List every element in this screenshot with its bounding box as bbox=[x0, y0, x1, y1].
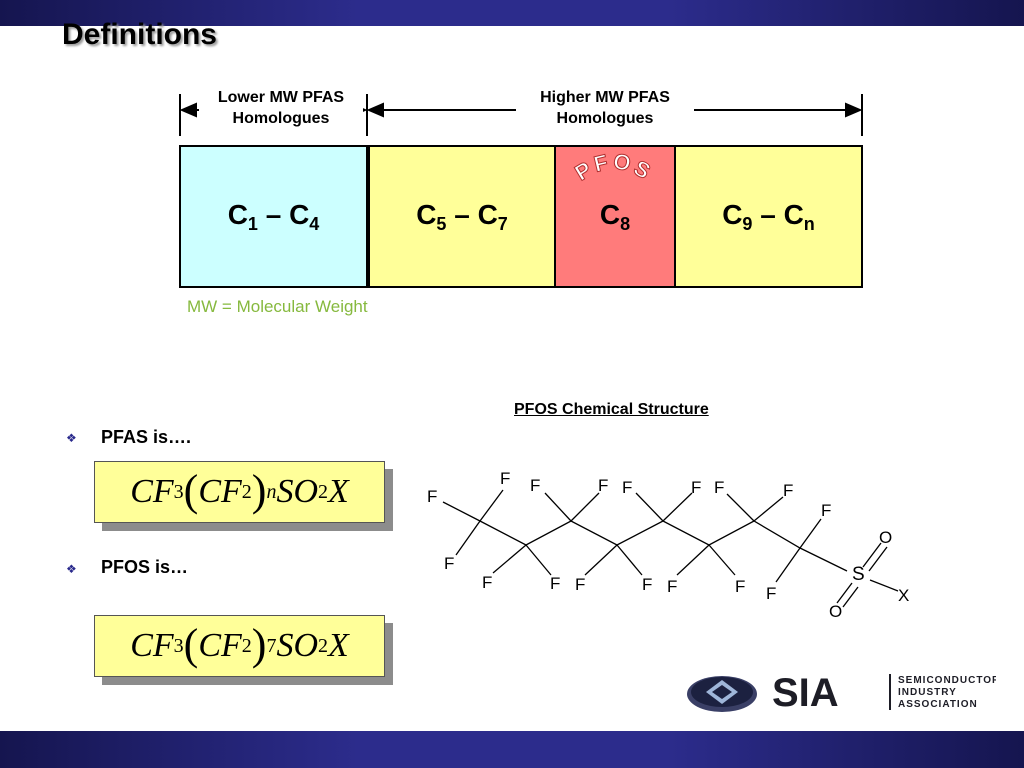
atom-label-f: F bbox=[622, 478, 632, 497]
atom-label-f: F bbox=[714, 478, 724, 497]
sia-logo-line3: ASSOCIATION bbox=[898, 699, 978, 710]
atom-label-f: F bbox=[642, 575, 652, 594]
bullet-icon: ❖ bbox=[66, 431, 77, 445]
box-c1-c4: C1 – C4 bbox=[179, 145, 368, 288]
box-c5-c7: C5 – C7 bbox=[368, 145, 556, 288]
bottom-banner bbox=[0, 731, 1024, 768]
atom-label-f: F bbox=[783, 481, 793, 500]
mw-footnote: MW = Molecular Weight bbox=[187, 297, 368, 316]
box-c8-label: C8 bbox=[599, 198, 631, 234]
box-c9-cn: C9 – Cn bbox=[674, 145, 863, 288]
atom-label-f: F bbox=[598, 476, 608, 495]
atom-label-f: F bbox=[766, 584, 776, 603]
atom-label-f: F bbox=[821, 501, 831, 520]
slide-title: Definitions bbox=[62, 18, 217, 51]
atom-label-f: F bbox=[500, 469, 510, 488]
top-banner bbox=[0, 0, 1024, 26]
sia-emblem-icon bbox=[687, 676, 757, 712]
box-c5-c7-label: C5 – C7 bbox=[416, 198, 508, 234]
atom-label-f: F bbox=[667, 577, 677, 596]
atom-label-f: F bbox=[735, 577, 745, 596]
bullet-icon: ❖ bbox=[66, 562, 77, 576]
atom-label-f: F bbox=[575, 575, 585, 594]
box-c1-c4-label: C1 – C4 bbox=[227, 198, 320, 234]
atom-label-f: F bbox=[427, 487, 437, 506]
sia-logo-line2: INDUSTRY bbox=[898, 687, 957, 698]
pfas-bullet-text: PFAS is…. bbox=[101, 427, 192, 447]
atom-label-f: F bbox=[691, 478, 701, 497]
sia-logo-text: SIA bbox=[772, 671, 839, 714]
atom-label-x: X bbox=[898, 586, 909, 605]
lower-mw-label: Lower MW PFAS Homologues bbox=[199, 87, 363, 129]
atom-label-f: F bbox=[530, 476, 540, 495]
sia-logo: SIA SEMICONDUCTOR INDUSTRY ASSOCIATION bbox=[687, 671, 996, 714]
box-c9-cn-label: C9 – Cn bbox=[722, 198, 815, 234]
atom-label-f: F bbox=[444, 554, 454, 573]
atom-label-o: O bbox=[879, 528, 892, 547]
atom-label-s: S bbox=[852, 564, 865, 585]
pfos-arc-text: PFOS bbox=[570, 148, 655, 186]
sia-logo-line1: SEMICONDUCTOR bbox=[898, 675, 996, 686]
chemical-structure-title: PFOS Chemical Structure bbox=[514, 401, 709, 418]
atom-label-o: O bbox=[829, 602, 842, 621]
atom-label-f: F bbox=[482, 573, 492, 592]
atom-label-f: F bbox=[550, 574, 560, 593]
pfos-bullet-text: PFOS is… bbox=[101, 557, 189, 577]
higher-mw-label: Higher MW PFAS Homologues bbox=[516, 87, 694, 129]
